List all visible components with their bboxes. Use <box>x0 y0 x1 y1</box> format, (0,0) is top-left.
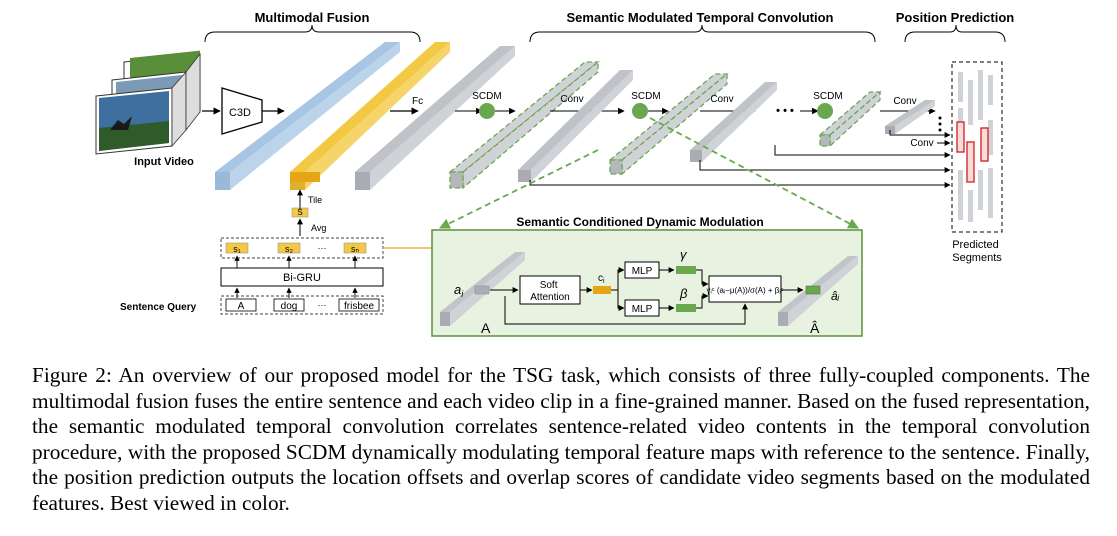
mlp-beta-label: MLP <box>632 304 653 315</box>
sn-label: sₙ <box>351 244 360 254</box>
s-bar-label: S̄ <box>297 208 302 217</box>
soft-attention-text-line2: Attention <box>530 292 569 303</box>
fc-gray-slab <box>355 46 515 190</box>
a-i-label: ai <box>454 282 464 299</box>
A-hat-label: Â <box>810 320 820 336</box>
beta-vector <box>676 304 696 312</box>
tile-label: Tile <box>308 195 322 205</box>
a-i-text: a <box>454 282 461 297</box>
word-frisbee: frisbee <box>344 301 374 312</box>
formula-text: γᵢᶜ (aᵢ−μ(A))/σ(A) + βᵢᶜ <box>707 286 784 295</box>
blue-feature-slab <box>215 42 400 190</box>
conv-label-1: Conv <box>560 94 583 105</box>
feed-pred-2 <box>774 145 951 158</box>
s-dots: ··· <box>318 243 327 253</box>
feed-pred-3 <box>699 160 951 173</box>
word-row <box>220 295 384 315</box>
arrow-gamma-formula <box>696 269 709 287</box>
ci-box <box>593 286 611 294</box>
yellow-fused-slab <box>290 42 450 190</box>
predicted-segments-label: Predicted Segments <box>952 239 1002 264</box>
modulated-slab-2 <box>608 72 729 176</box>
feature-map-a <box>440 252 525 326</box>
header-smtc: Semantic Modulated Temporal Convolution <box>567 10 834 25</box>
ci-text: c <box>598 273 603 284</box>
figure-caption: Figure 2: An overview of our proposed mo… <box>32 363 1090 515</box>
conv-label-4: Conv <box>910 138 933 149</box>
predicted-segments-text: Predicted <box>952 239 998 251</box>
conv-slab-1 <box>518 70 633 182</box>
word-dog-box <box>273 298 305 312</box>
soft-attention-label: Soft Attention <box>530 280 569 303</box>
a-hat-i-label: âᵢ <box>831 289 840 303</box>
selected-segments <box>956 121 989 183</box>
avg-label: Avg <box>311 223 326 233</box>
word-a: A <box>238 301 245 312</box>
s2-box <box>277 242 301 254</box>
conv-label-3: Conv <box>893 96 916 107</box>
soft-attention-box <box>519 275 581 305</box>
feed-pred-4 <box>529 180 951 188</box>
conv-slab-2 <box>690 82 777 162</box>
a-i-sub: i <box>461 289 464 299</box>
brace-smtc <box>529 24 876 43</box>
word-a-box <box>225 298 257 312</box>
fc-label: Fc <box>412 96 423 107</box>
arrow-ci-mlp2 <box>617 290 625 311</box>
input-video-label: Input Video <box>134 156 194 168</box>
predicted-segments-text-line2: Segments <box>952 252 1002 264</box>
arrow-beta-formula <box>696 293 709 309</box>
scdm-label-1: SCDM <box>472 91 501 102</box>
soft-attention-text: Soft <box>540 280 558 291</box>
header-position-prediction: Position Prediction <box>896 10 1015 25</box>
s2-label: s₂ <box>285 244 294 254</box>
modulated-slab-3 <box>818 90 882 148</box>
sentence-query-label: Sentence Query <box>120 302 197 313</box>
brace-fusion <box>204 24 421 43</box>
bigru-label: Bi-GRU <box>283 272 321 284</box>
scdm-label-2: SCDM <box>631 91 660 102</box>
scdm-label-3: SCDM <box>813 91 842 102</box>
s-bar-box <box>291 207 309 218</box>
model-diagram: Multimodal Fusion Semantic Modulated Tem… <box>95 10 1015 337</box>
brace-position <box>904 24 1006 43</box>
scdm-node-1 <box>479 103 495 119</box>
ci-sub: i <box>603 278 605 285</box>
gamma-vector <box>676 266 696 274</box>
ci-label: ci <box>598 273 605 285</box>
header-multimodal-fusion: Multimodal Fusion <box>255 10 370 25</box>
word-dots: ··· <box>318 300 327 310</box>
c3d-block <box>221 87 263 135</box>
conv-label-2: Conv <box>710 94 733 105</box>
scdm-node-2 <box>632 103 648 119</box>
feed-pred-1 <box>889 130 951 138</box>
mlp-gamma-label: MLP <box>632 266 653 277</box>
formula-box <box>708 275 782 303</box>
gamma-label: γ <box>680 247 688 262</box>
beta-label: β <box>679 286 688 301</box>
chain-dots: • • • <box>776 105 794 117</box>
word-frisbee-box <box>338 298 380 312</box>
modulated-slab-1 <box>448 60 600 190</box>
arrow-ci-mlp1 <box>611 267 625 291</box>
c3d-label: C3D <box>229 107 251 119</box>
A-label: A <box>481 320 491 336</box>
sn-box <box>343 242 367 254</box>
s1-box <box>225 242 249 254</box>
scdm-node-3 <box>817 103 833 119</box>
video-frames <box>95 50 201 155</box>
scdm-detail-title: Semantic Conditioned Dynamic Modulation <box>516 215 763 229</box>
bigru-box <box>220 267 384 287</box>
word-dog: dog <box>281 301 298 312</box>
s1-label: s₁ <box>233 244 241 254</box>
feature-map-a-hat <box>778 256 858 326</box>
arrow-A-formula <box>504 296 748 325</box>
